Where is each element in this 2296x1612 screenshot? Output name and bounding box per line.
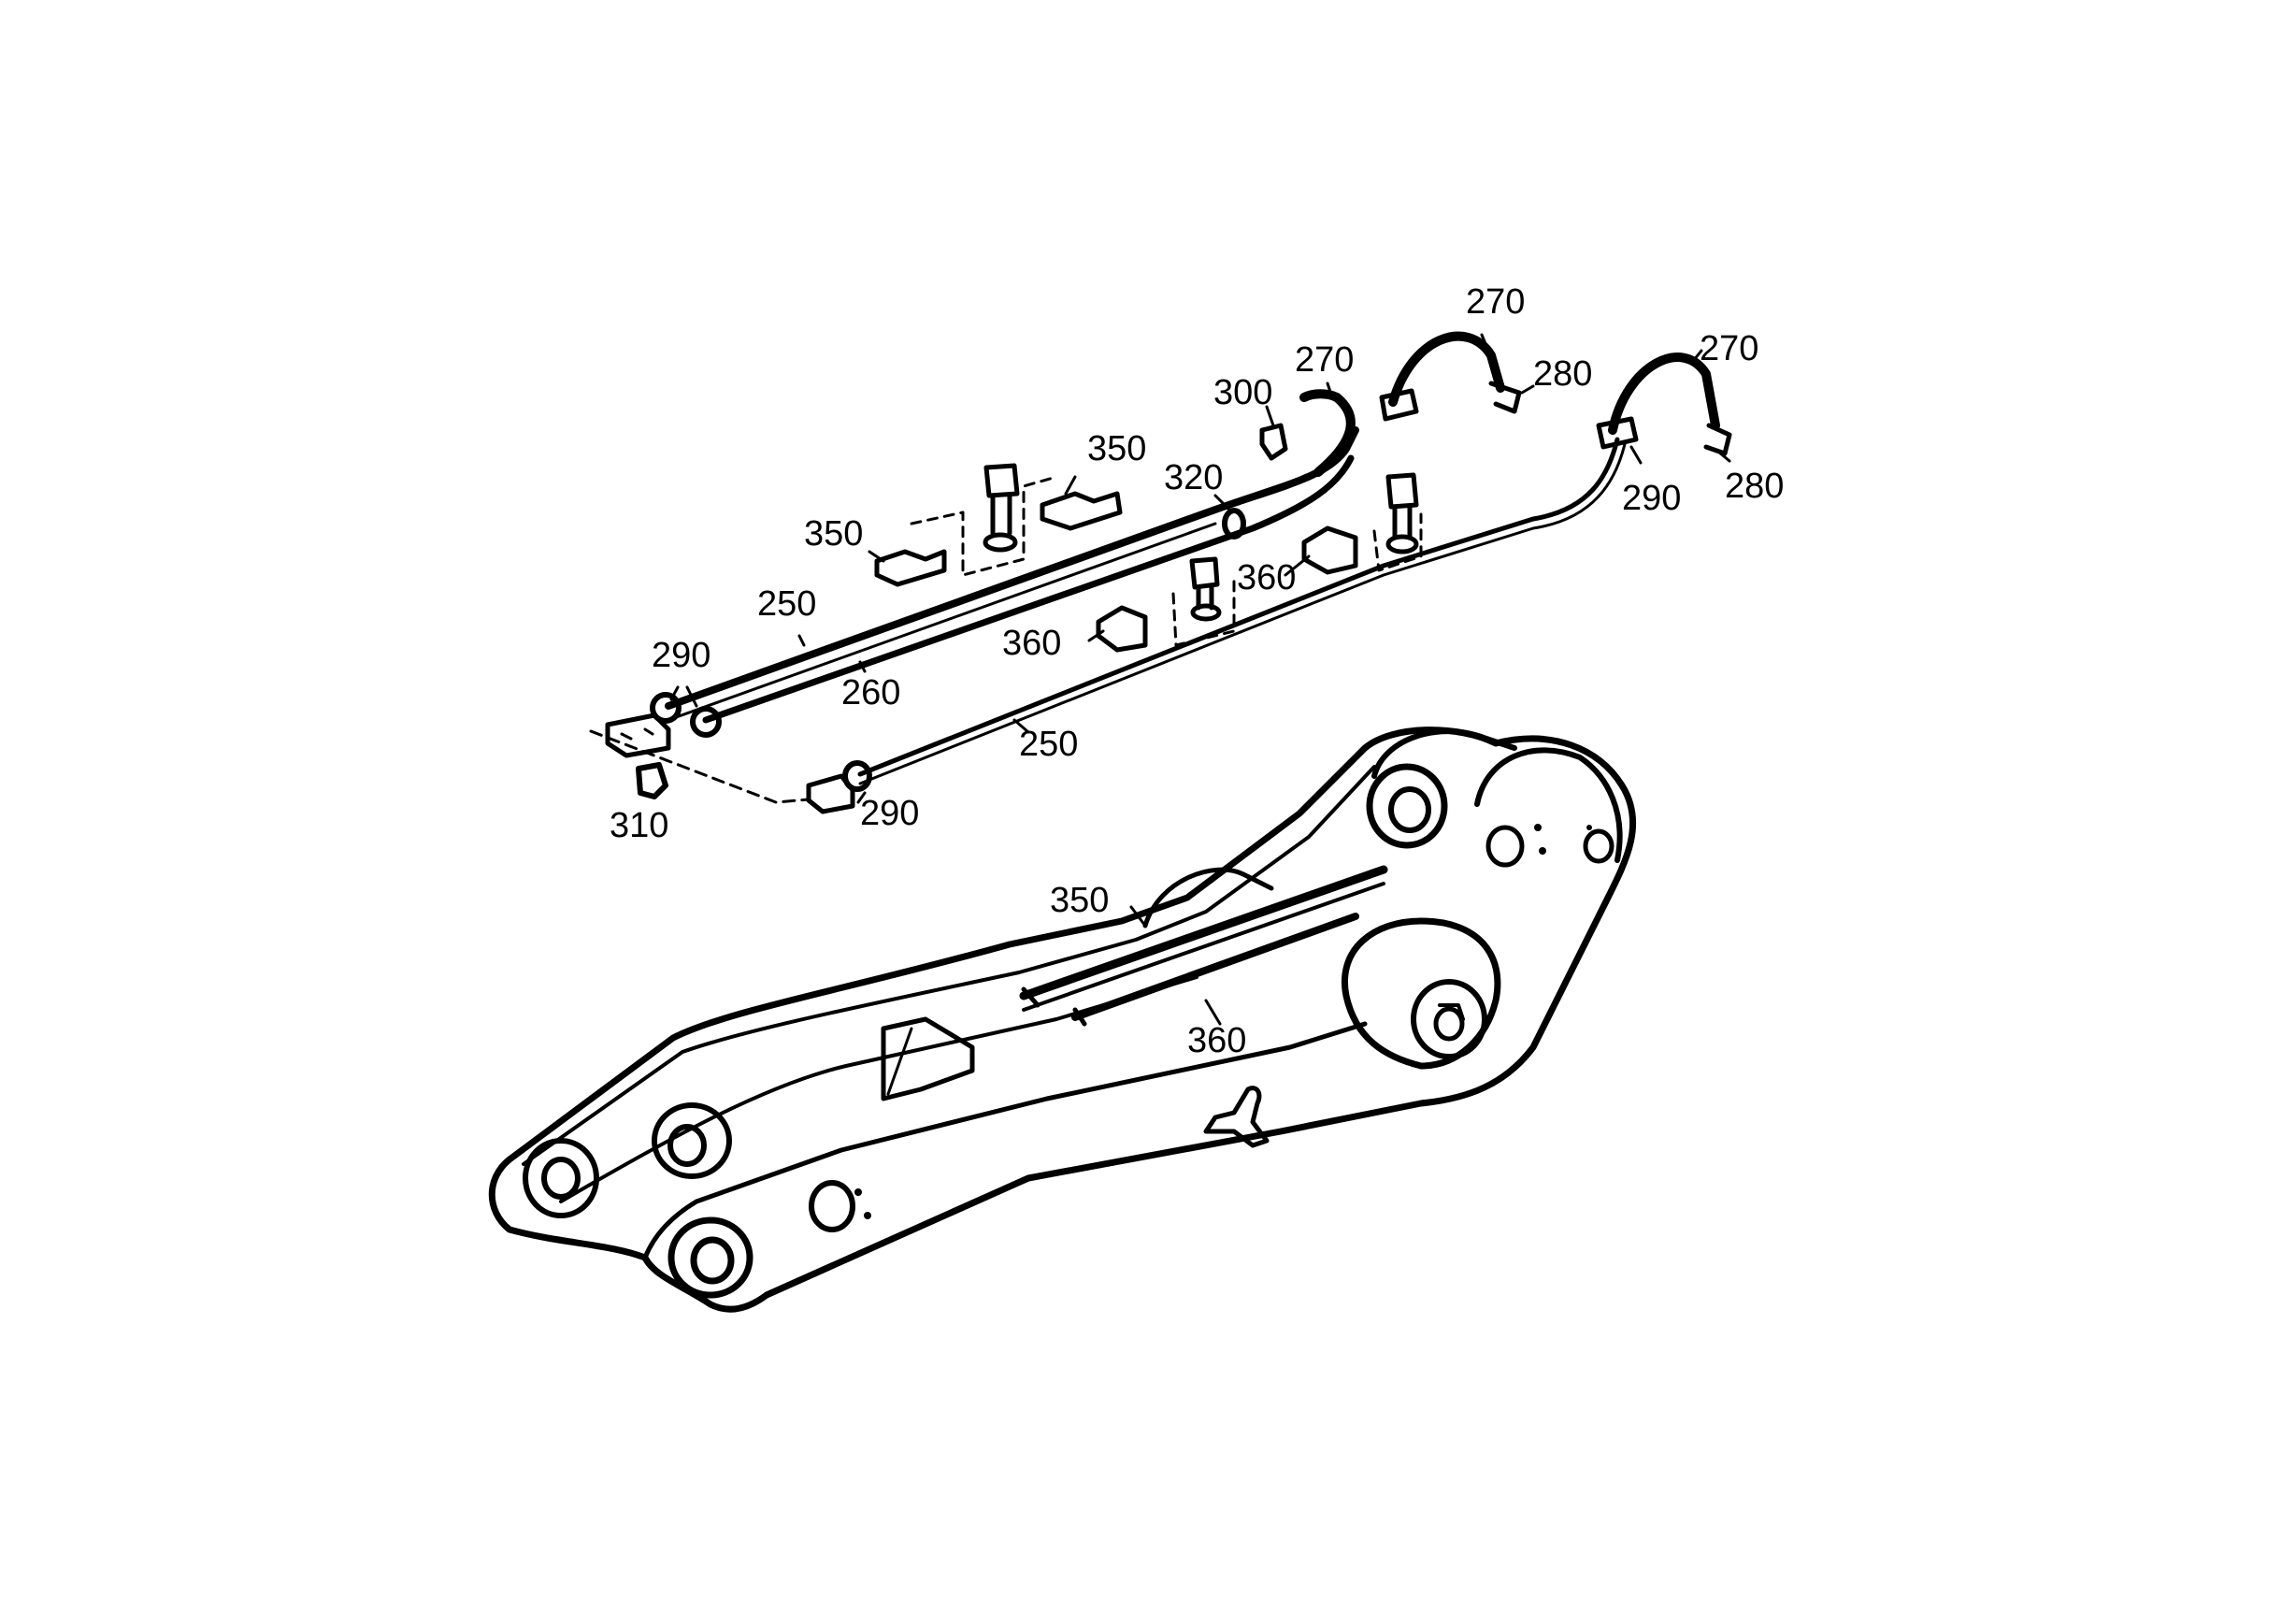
fitting-290-a [650,692,682,724]
callout-280-lower: 280 [1725,467,1784,506]
callout-300: 300 [1213,373,1272,412]
hose-270-right [1608,353,1720,435]
clamp-360-left [1096,605,1148,653]
callout-350-arm: 350 [1050,881,1109,920]
clip-300 [1259,423,1288,461]
connector-block-right [806,773,855,814]
fitting-mid [1379,388,1419,422]
nipple-310 [636,762,668,799]
callout-270-right: 270 [1700,329,1758,368]
boom-arm [488,727,1637,1313]
callout-360-right: 360 [1237,558,1296,597]
clamp-350-left [874,549,947,587]
callout-360-left: 360 [1002,624,1061,663]
bolt [983,463,1020,498]
pipe-250-lower [857,437,1620,777]
callout-350-upper: 350 [1087,429,1146,468]
callout-290-right: 290 [1622,479,1681,518]
leader-lines [669,333,1731,1026]
callout-250-upper: 250 [757,584,816,624]
callout-320: 320 [1164,458,1223,497]
callout-labels: 270 270 270 280 280 300 320 350 350 350 … [610,282,1784,1060]
callout-260: 260 [841,673,900,712]
fitting-290-c [842,760,872,792]
callout-310: 310 [610,806,668,845]
pipe-260 [702,454,1355,724]
fitting-290-b [690,706,722,738]
callout-270-left: 270 [1295,340,1354,380]
callout-250-lower: 250 [1019,725,1078,764]
callout-290-left: 290 [652,636,710,675]
callout-270-mid: 270 [1466,282,1525,322]
callout-360-arm: 360 [1187,1021,1246,1060]
collar-320 [1222,508,1246,540]
callout-290-lower: 290 [860,794,919,833]
callout-280-upper: 280 [1533,354,1592,394]
clamp-360-right [1301,525,1358,575]
connector-block-left [605,712,671,758]
clamp-350-right [1040,491,1123,531]
hose-270-left [1299,389,1356,477]
callout-350-left: 350 [804,514,863,554]
pipe-assembly [589,331,1732,814]
